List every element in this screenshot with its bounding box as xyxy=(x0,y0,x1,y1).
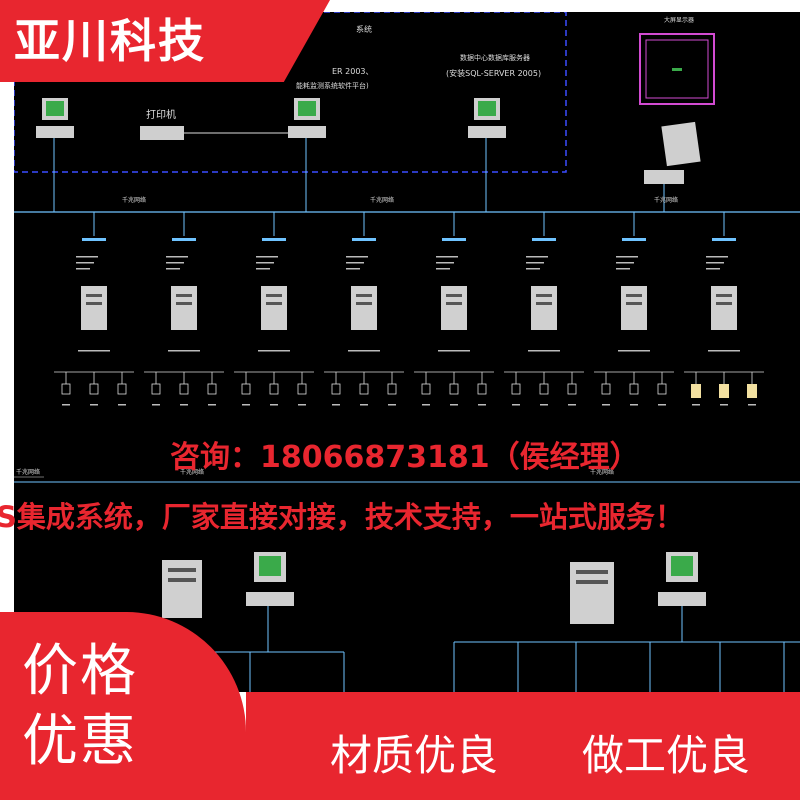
display-workstation xyxy=(644,121,701,212)
subsystem-node xyxy=(594,212,674,406)
workstation-center xyxy=(288,98,326,212)
consult-phone-text: 咨询：18066873181（侯经理） xyxy=(170,440,640,475)
subsystem-node xyxy=(324,212,404,406)
lower-switch-label-3: 千兆网络 xyxy=(590,468,614,476)
switch-label-1: 千兆网络 xyxy=(122,196,146,204)
cad-diagram: 系统 ER 2003、 能耗监测系统软件平台) 数据中心数据库服务器 (安装SQ… xyxy=(13,11,800,692)
server-title-right: 数据中心数据库服务器 xyxy=(460,53,530,62)
big-screen-display xyxy=(639,33,715,105)
price-badge-line1: 价格 xyxy=(22,639,138,704)
server-os-right: (安装SQL-SERVER 2005) xyxy=(446,68,541,78)
subsystem-node xyxy=(234,212,314,406)
printer-device xyxy=(140,126,290,140)
subsystem-nodes xyxy=(54,212,764,406)
server-title-left: 系统 xyxy=(356,24,372,34)
subsystem-node xyxy=(144,212,224,406)
server-os-left: ER 2003、 xyxy=(332,67,374,76)
price-badge: 价格 优惠 xyxy=(0,612,246,800)
switch-label-3: 千兆网络 xyxy=(654,196,678,204)
subsystem-node xyxy=(504,212,584,406)
network-topology: 系统 ER 2003、 能耗监测系统软件平台) 数据中心数据库服务器 (安装SQ… xyxy=(13,11,800,692)
switch-label-2: 千兆网络 xyxy=(370,196,394,204)
lower-workstation-right xyxy=(453,552,800,692)
display-title: 大屏显示器 xyxy=(664,16,694,24)
quality-bar xyxy=(246,692,800,800)
price-badge-line2: 优惠 xyxy=(22,709,138,774)
workstation-right xyxy=(468,98,506,212)
service-slogan: S集成系统，厂家直接对接，技术支持，一站式服务！ xyxy=(0,500,684,534)
quality-material: 材质优良 xyxy=(330,731,499,780)
lower-server-right xyxy=(570,562,614,624)
workstation-left xyxy=(36,98,74,212)
quality-workmanship: 做工优良 xyxy=(582,731,751,780)
brand-banner: 亚川科技 xyxy=(0,0,330,82)
lower-switch-label-1: 千兆网络 xyxy=(16,468,40,476)
printer-label: 打印机 xyxy=(146,108,176,121)
subsystem-node xyxy=(684,212,764,406)
server-sub-left: 能耗监测系统软件平台) xyxy=(296,81,369,90)
lower-switch-label-2: 千兆网络 xyxy=(180,468,204,476)
lower-server-left xyxy=(162,560,202,618)
subsystem-node xyxy=(54,212,134,406)
lower-workstation-left xyxy=(204,552,345,692)
subsystem-node xyxy=(414,212,494,406)
